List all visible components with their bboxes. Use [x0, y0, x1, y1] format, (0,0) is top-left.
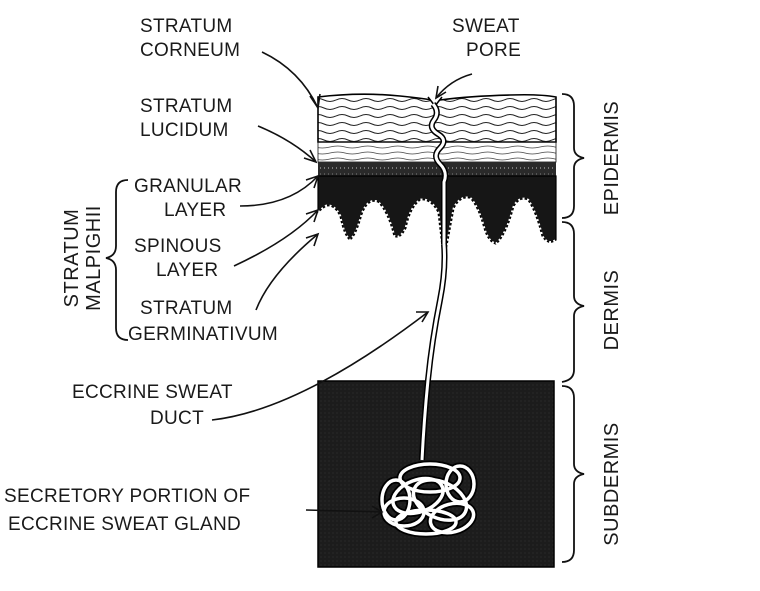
- label-epidermis: EPIDERMIS: [601, 101, 623, 216]
- subdermis-block: [317, 380, 555, 568]
- label-sweat-pore: SWEAT PORE: [452, 16, 521, 61]
- label-stratum-corneum: STRATUM CORNEUM: [140, 16, 240, 61]
- secretory-gland-coil: [378, 460, 478, 538]
- label-spinous-layer: SPINOUS LAYER: [134, 236, 222, 281]
- label-stratum-corneum-line2: CORNEUM: [140, 40, 240, 61]
- leader-stratum-lucidum: [257, 125, 317, 163]
- epidermis-bracket: [561, 93, 585, 219]
- label-eccrine-sweat-duct-line2: DUCT: [150, 408, 204, 429]
- label-stratum-malpighii-line1: STRATUM: [61, 209, 83, 308]
- label-stratum-malpighii-line2: MALPIGHII: [83, 205, 105, 311]
- region-brackets: [561, 93, 585, 563]
- label-subdermis: SUBDERMIS: [601, 422, 623, 545]
- label-stratum-malpighii: STRATUM MALPIGHII: [61, 205, 105, 311]
- label-stratum-germinativum: STRATUM GERMINATIVUM: [128, 298, 278, 345]
- label-granular-layer: GRANULAR LAYER: [134, 176, 242, 221]
- label-eccrine-sweat-duct-line1: ECCRINE SWEAT: [72, 382, 233, 403]
- label-stratum-lucidum-line2: LUCIDUM: [140, 120, 229, 141]
- dermis-bracket: [561, 221, 585, 383]
- label-stratum-lucidum: STRATUM LUCIDUM: [140, 96, 233, 141]
- leader-eccrine-sweat-duct: [211, 311, 429, 421]
- label-dermis: DERMIS: [601, 270, 623, 351]
- leader-spinous-layer: [233, 209, 319, 267]
- label-stratum-corneum-line1: STRATUM: [140, 16, 233, 37]
- epidermis-layers: [317, 93, 557, 253]
- eccrine-sweat-duct-drawing: [419, 96, 449, 461]
- label-spinous-layer-line2: LAYER: [156, 260, 218, 281]
- label-spinous-layer-line1: SPINOUS: [134, 236, 222, 257]
- label-secretory-portion: SECRETORY PORTION OF ECCRINE SWEAT GLAND: [4, 486, 250, 535]
- label-stratum-lucidum-line1: STRATUM: [140, 96, 233, 117]
- subdermis-bracket: [561, 385, 585, 563]
- stratum-malpighii-bracket: [105, 179, 129, 341]
- label-sweat-pore-line1: SWEAT: [452, 16, 520, 37]
- leader-lines: [211, 51, 473, 519]
- label-granular-layer-line2: LAYER: [164, 200, 226, 221]
- leader-sweat-pore: [435, 73, 473, 99]
- leader-secretory-portion: [305, 509, 383, 513]
- label-stratum-germinativum-line1: STRATUM: [140, 298, 233, 319]
- label-granular-layer-line1: GRANULAR: [134, 176, 242, 197]
- leader-granular-layer: [239, 175, 319, 207]
- label-secretory-portion-line2: ECCRINE SWEAT GLAND: [8, 514, 241, 535]
- label-stratum-germinativum-line2: GERMINATIVUM: [128, 324, 278, 345]
- label-eccrine-sweat-duct: ECCRINE SWEAT DUCT: [72, 382, 233, 429]
- leader-stratum-germinativum: [255, 233, 319, 311]
- label-secretory-portion-line1: SECRETORY PORTION OF: [4, 486, 250, 507]
- leader-stratum-corneum: [261, 51, 319, 109]
- label-sweat-pore-line2: PORE: [466, 40, 521, 61]
